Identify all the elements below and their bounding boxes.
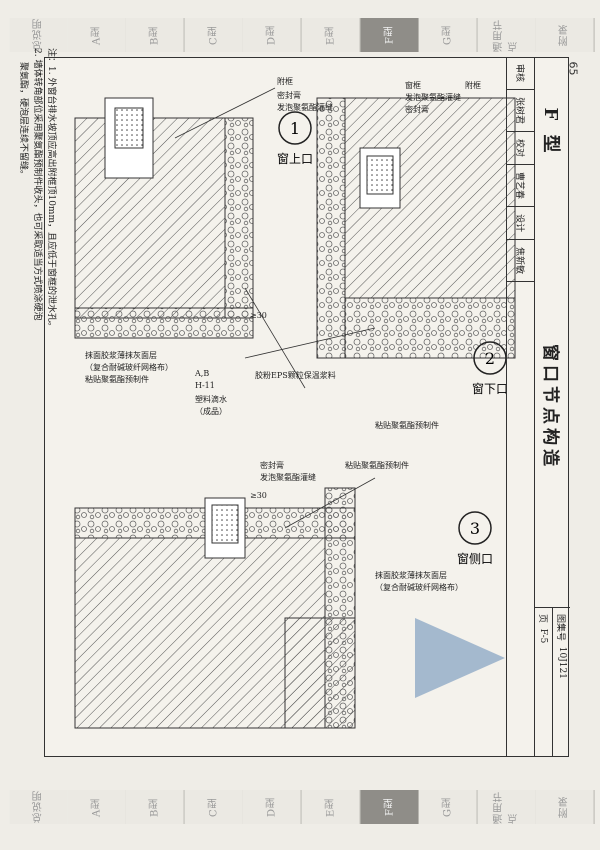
callout-eps-mortar: 胶粉EPS颗粒保温浆料 bbox=[255, 370, 336, 380]
page-no: F-5 bbox=[538, 628, 549, 644]
index-tabs-bottom: 总说明 A型 B型 C型 D型 E型 F型 G型 通用节点 附录 bbox=[10, 790, 595, 824]
tab-type-e[interactable]: E型 bbox=[301, 790, 361, 824]
wall-concrete bbox=[74, 537, 326, 729]
tab-type-g[interactable]: G型 bbox=[419, 18, 478, 52]
callout-eps-plank: 粘贴聚氨酯预制件 bbox=[85, 374, 149, 384]
publisher-logo-watermark bbox=[415, 618, 505, 698]
atlas-no-label: 图集号 bbox=[555, 614, 566, 642]
callout-frame-top: 附框 bbox=[277, 76, 293, 86]
detail-3-marker bbox=[458, 511, 492, 545]
callout-drip-ref: A,B bbox=[194, 369, 209, 378]
atlas-meta: 图集号 10J121 页 F-5 bbox=[534, 607, 571, 757]
tab-type-f[interactable]: F型 bbox=[360, 18, 420, 52]
detail-3-label: 窗侧口 bbox=[457, 552, 493, 566]
tab-general[interactable]: 总说明 bbox=[10, 790, 68, 824]
sig-role-check: 校对 bbox=[507, 132, 534, 166]
tab-type-b[interactable]: B型 bbox=[126, 790, 185, 824]
callout-eps-plank-side: 粘贴聚氨酯预制件 bbox=[345, 460, 409, 470]
detail-2-number: 2 bbox=[485, 349, 495, 368]
sig-name-review: 张树君 bbox=[507, 90, 534, 133]
callout-frame-bottom: 附框 bbox=[465, 80, 481, 90]
detail-1-number: 1 bbox=[290, 119, 300, 138]
frame-profile bbox=[366, 155, 394, 195]
frame-profile bbox=[211, 504, 239, 544]
detail-1-label: 窗上口 bbox=[277, 152, 313, 166]
callout-mesh-top: （复合耐碱玻纤网格布） bbox=[85, 362, 173, 372]
tab-type-d[interactable]: D型 bbox=[243, 790, 302, 824]
tab-type-d[interactable]: D型 bbox=[243, 18, 302, 52]
tab-type-c[interactable]: C型 bbox=[184, 18, 244, 52]
signature-row: 审核 张树君 校对 曹艺春 设计 焦新敏 bbox=[507, 57, 534, 757]
gap-dimension-a: ≥30 bbox=[250, 311, 267, 320]
leader-lines bbox=[174, 87, 376, 529]
series-label: F 型 bbox=[540, 107, 562, 157]
wall-corner bbox=[284, 617, 356, 729]
detail-1-marker bbox=[278, 111, 312, 145]
page-no-label: 页 bbox=[536, 614, 547, 624]
eps-insulation-layer bbox=[316, 97, 346, 359]
callout-eps-plank-bottom: 粘贴聚氨酯预制件 bbox=[375, 420, 439, 430]
callout-foam-top: 发泡聚氨酯灌缝 bbox=[277, 102, 333, 112]
tab-common-nodes[interactable]: 通用节点 bbox=[477, 18, 537, 52]
callout-drip-label: 塑料滴水 bbox=[195, 394, 227, 404]
callout-sealant-bottom: 密封膏 bbox=[405, 104, 429, 114]
note-2-continued: 聚氨酯，硬泡层连续不留缝。 bbox=[18, 62, 28, 180]
eps-return-layer bbox=[74, 307, 254, 339]
notes-block: 注：1. 外窗台排水坡顶应高出附框顶10mm，且应低于窗框的泄水孔。 2. 墙体… bbox=[4, 40, 64, 740]
eps-insulation-layer bbox=[224, 117, 254, 319]
notes-heading: 注： bbox=[46, 48, 56, 67]
index-tabs-top: 总说明 A型 B型 C型 D型 E型 F型 G型 通用节点 附录 bbox=[10, 18, 595, 52]
construction-drawing: 1 窗上口 2 窗下口 3 窗侧口 附框 密封膏 发泡聚氨酯灌缝 窗框 发泡聚氨… bbox=[74, 76, 516, 729]
callout-drip-sub: （成品） bbox=[195, 406, 227, 416]
tab-appendix[interactable]: 附录 bbox=[536, 790, 595, 824]
sig-name-check: 曹艺春 bbox=[507, 165, 534, 208]
tab-common-nodes[interactable]: 通用节点 bbox=[477, 790, 537, 824]
tab-type-a[interactable]: A型 bbox=[67, 790, 127, 824]
gap-dimension-b: ≥30 bbox=[250, 491, 267, 500]
callout-plaster-side: 抹面胶浆薄抹灰面层 bbox=[375, 570, 447, 580]
callout-plaster-top: 抹面胶浆薄抹灰面层 bbox=[85, 350, 157, 360]
tab-type-e[interactable]: E型 bbox=[301, 18, 361, 52]
callout-drip-page: H-11 bbox=[195, 381, 215, 390]
title-block: F 型 窗口节点构造 图集号 10J121 页 F-5 审核 张树君 校对 曹艺… bbox=[506, 57, 571, 757]
tab-type-b[interactable]: B型 bbox=[126, 18, 185, 52]
callout-sealant-top: 密封膏 bbox=[277, 90, 301, 100]
detail-2-label: 窗下口 bbox=[472, 382, 508, 396]
callout-foam-bottom: 发泡聚氨酯灌缝 bbox=[405, 92, 461, 102]
tab-type-f[interactable]: F型 bbox=[360, 790, 420, 824]
sig-name-design: 焦新敏 bbox=[507, 240, 534, 283]
detail-2-window-sill bbox=[316, 97, 516, 359]
tab-type-a[interactable]: A型 bbox=[67, 18, 127, 52]
tab-appendix[interactable]: 附录 bbox=[536, 18, 595, 52]
detail-1-window-head bbox=[74, 97, 254, 339]
detail-3-number: 3 bbox=[470, 519, 480, 538]
detail-3-window-jamb bbox=[74, 487, 505, 729]
note-2: 2. 墙体转角部位采用聚氨酯预制件收头，也可采取适当方式喷涂硬泡 bbox=[32, 48, 42, 321]
callout-foam-side: 发泡聚氨酯灌缝 bbox=[260, 472, 316, 482]
atlas-no: 10J121 bbox=[556, 646, 567, 679]
callout-window-frame: 窗框 bbox=[405, 80, 421, 90]
drawing-title: 窗口节点构造 bbox=[540, 344, 560, 470]
callout-mesh-side: （复合耐碱玻纤网格布） bbox=[375, 582, 463, 592]
tab-type-g[interactable]: G型 bbox=[419, 790, 478, 824]
drawing-frame: 1 窗上口 2 窗下口 3 窗侧口 附框 密封膏 发泡聚氨酯灌缝 窗框 发泡聚氨… bbox=[44, 57, 569, 757]
note-1: 1. 外窗台排水坡顶应高出附框顶10mm，且应低于窗框的泄水孔。 bbox=[46, 66, 56, 331]
sig-role-design: 设计 bbox=[507, 207, 534, 241]
tab-type-c[interactable]: C型 bbox=[184, 790, 244, 824]
frame-profile bbox=[114, 107, 144, 149]
callout-sealant-side: 密封膏 bbox=[260, 460, 284, 470]
sig-role-review: 审核 bbox=[507, 57, 534, 91]
